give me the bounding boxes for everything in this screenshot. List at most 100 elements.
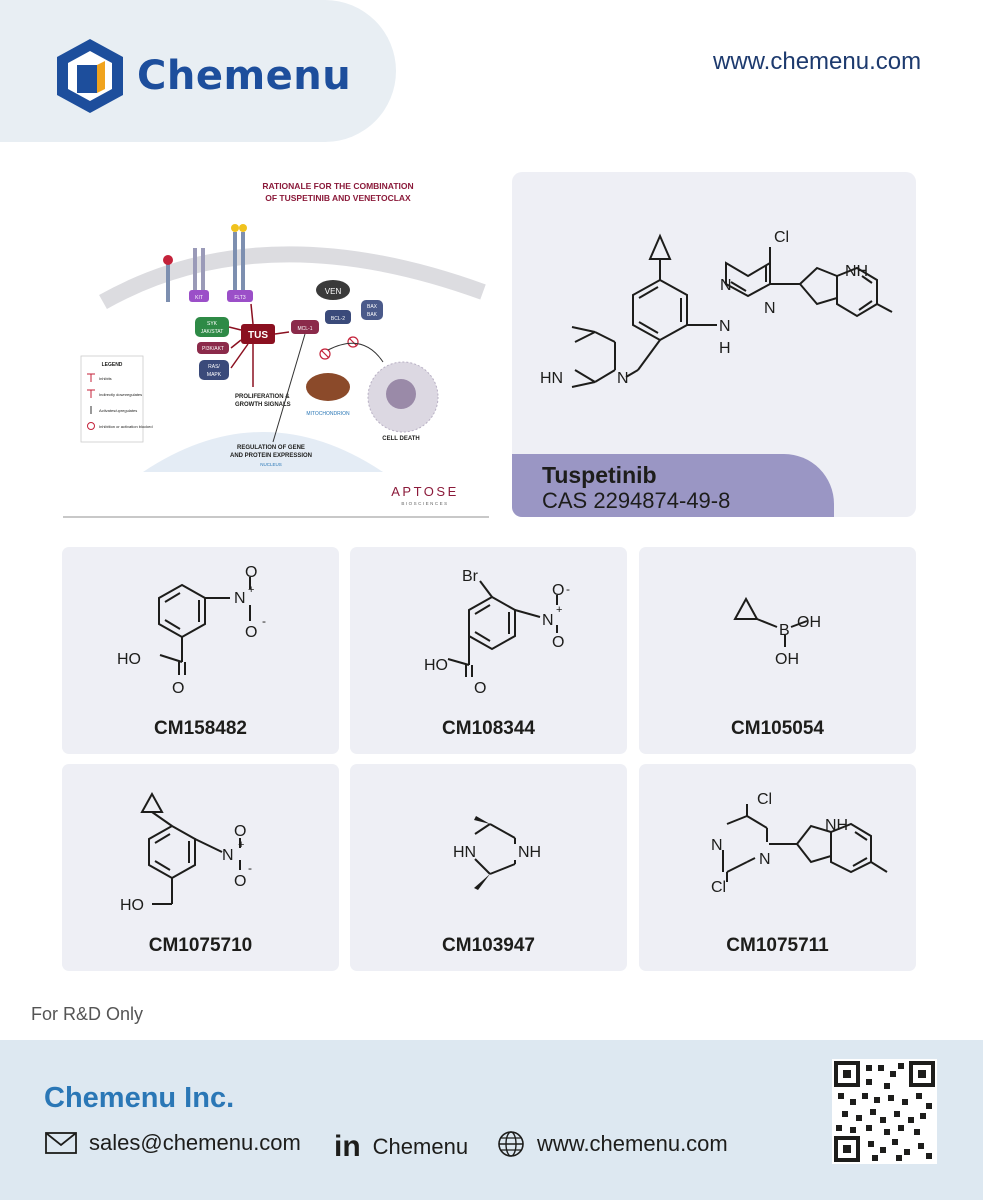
proliferation-label-1: PROLIFERATION & xyxy=(235,394,290,400)
syk-jak-node xyxy=(195,317,229,337)
atom-hn: HN xyxy=(453,844,476,861)
qr-code[interactable] xyxy=(832,1059,937,1164)
bak-label: BAK xyxy=(367,312,378,318)
diagram-title-line1: RATIONALE FOR THE COMBINATION xyxy=(262,181,413,191)
email-contact[interactable]: sales@chemenu.com xyxy=(45,1130,301,1156)
mapk-label: MAPK xyxy=(207,372,222,378)
featured-compound-name: Tuspetinib xyxy=(542,462,657,488)
atom-n2: N xyxy=(759,851,771,868)
featured-compound-cas: CAS 2294874-49-8 xyxy=(542,488,731,513)
tus-label: TUS xyxy=(248,330,268,341)
product-code: CM108344 xyxy=(442,718,535,739)
qr-code-icon xyxy=(834,1061,935,1162)
product-card[interactable]: HO N + O - O CM1075710 xyxy=(62,764,339,971)
ven-label: VEN xyxy=(325,287,342,296)
syk-label: SYK xyxy=(207,321,218,327)
tuspetinib-atom-indole-nh: NH xyxy=(845,263,868,280)
tuspetinib-atom-n-pip: N xyxy=(617,370,629,387)
website-contact[interactable]: www.chemenu.com xyxy=(497,1130,728,1158)
atom-n: N xyxy=(234,590,246,607)
mcl1-label: MCL-1 xyxy=(297,326,312,332)
mcl1-node xyxy=(291,320,319,334)
website-text: www.chemenu.com xyxy=(537,1131,728,1156)
atom-ho: HO xyxy=(120,897,144,914)
product-structure-cm158482: HO O N + O - O xyxy=(117,564,266,697)
product-structure-cm1075710: HO N + O - O xyxy=(120,791,252,914)
product-code: CM1075710 xyxy=(148,935,253,956)
apoptosis-arrow xyxy=(327,342,384,363)
atom-ho: HO xyxy=(117,651,141,668)
atom-o1: O xyxy=(552,582,564,599)
tuspetinib-atom-hn: HN xyxy=(540,370,563,387)
product-card[interactable]: HO O N + O - O CM158482 xyxy=(62,547,339,754)
atom-minus: - xyxy=(262,614,266,628)
tuspetinib-atom-n2: N xyxy=(764,300,776,317)
mechanism-diagram: RATIONALE FOR THE COMBINATION OF TUSPETI… xyxy=(63,172,489,518)
tuspetinib-atom-link-h: H xyxy=(719,340,731,357)
globe-icon xyxy=(498,1131,524,1157)
atom-minus: - xyxy=(248,861,252,875)
product-structure-cm105054: B OH OH xyxy=(733,596,821,668)
atom-o: O xyxy=(474,680,486,697)
kit-receptor-icon xyxy=(189,248,209,302)
bax-label: BAX xyxy=(367,304,378,310)
mechanism-diagram-svg: RATIONALE FOR THE COMBINATION OF TUSPETI… xyxy=(80,181,486,506)
jak-label: JAK/STAT xyxy=(201,329,224,335)
tuspetinib-structure: Cl NH N N N H HN N xyxy=(540,229,893,388)
cell-death-label: CELL DEATH xyxy=(382,436,419,442)
product-code: CM103947 xyxy=(442,935,535,956)
tuspetinib-atom-link-n: N xyxy=(719,318,731,335)
atom-o1: O xyxy=(234,823,246,840)
atom-oh2: OH xyxy=(775,651,799,668)
atom-ho: HO xyxy=(424,657,448,674)
ras-mapk-node xyxy=(199,360,229,380)
product-structure-cm103947: HN NH xyxy=(453,816,541,890)
cell-membrane xyxy=(99,246,486,309)
email-icon xyxy=(45,1132,77,1154)
product-card[interactable]: Cl Cl N N NH CM1075711 xyxy=(639,764,916,971)
bax-bak-node xyxy=(361,300,383,320)
atom-n: N xyxy=(542,612,554,629)
wedge-bond-bottom xyxy=(474,874,490,890)
header-website-link[interactable]: www.chemenu.com xyxy=(713,48,922,75)
tus-inhibition-lines xyxy=(228,303,290,387)
receptor-left-icon xyxy=(163,255,173,302)
atom-nh: NH xyxy=(825,817,848,834)
atom-o1: O xyxy=(245,564,257,581)
bcl2-node xyxy=(325,310,351,324)
product-card[interactable]: HN NH CM103947 xyxy=(350,764,627,971)
product-structure-cm1075711: Cl Cl N N NH xyxy=(711,791,888,896)
atom-plus: + xyxy=(238,839,244,851)
chemenu-logo-icon xyxy=(57,39,123,113)
product-card[interactable]: Br HO O N + O - O CM108344 xyxy=(350,547,627,754)
linkedin-icon: in xyxy=(334,1130,361,1163)
featured-compound-card[interactable]: Cl NH N N N H HN N Tuspetinib CAS 229487… xyxy=(512,172,916,517)
brand-logo[interactable]: Chemenu xyxy=(55,37,351,115)
atom-br: Br xyxy=(462,568,479,585)
product-card[interactable]: B OH OH CM105054 xyxy=(639,547,916,754)
atom-o2: O xyxy=(552,634,564,651)
flt3-label: FLT3 xyxy=(234,295,246,301)
atom-n1: N xyxy=(711,837,723,854)
flt3-receptor-icon xyxy=(227,224,253,302)
mitochondrion-label: MITOCHONDRION xyxy=(306,411,350,417)
ven-node xyxy=(316,280,350,300)
regulation-label-1: REGULATION OF GENE xyxy=(237,445,305,451)
featured-compound-label: Tuspetinib CAS 2294874-49-8 xyxy=(512,454,834,517)
atom-plus: + xyxy=(556,604,562,616)
proliferation-label-2: GROWTH SIGNALS xyxy=(235,402,291,408)
email-text: sales@chemenu.com xyxy=(89,1130,301,1155)
legend-item-4: Inhibition or activation blocked xyxy=(99,424,153,429)
legend-title: LEGEND xyxy=(102,362,123,368)
product-structure-cm108344: Br HO O N + O - O xyxy=(424,568,570,697)
product-code: CM105054 xyxy=(731,718,824,739)
product-code: CM158482 xyxy=(154,718,247,739)
pi3k-node xyxy=(197,342,229,354)
tuspetinib-atom-n1: N xyxy=(720,277,732,294)
linkedin-text: Chemenu xyxy=(372,1134,469,1159)
mitochondrion-icon xyxy=(306,373,350,401)
nucleus-label: NUCLEUS xyxy=(260,462,282,467)
atom-b: B xyxy=(779,622,790,639)
atom-o: O xyxy=(172,680,184,697)
linkedin-contact[interactable]: in Chemenu xyxy=(334,1130,468,1164)
